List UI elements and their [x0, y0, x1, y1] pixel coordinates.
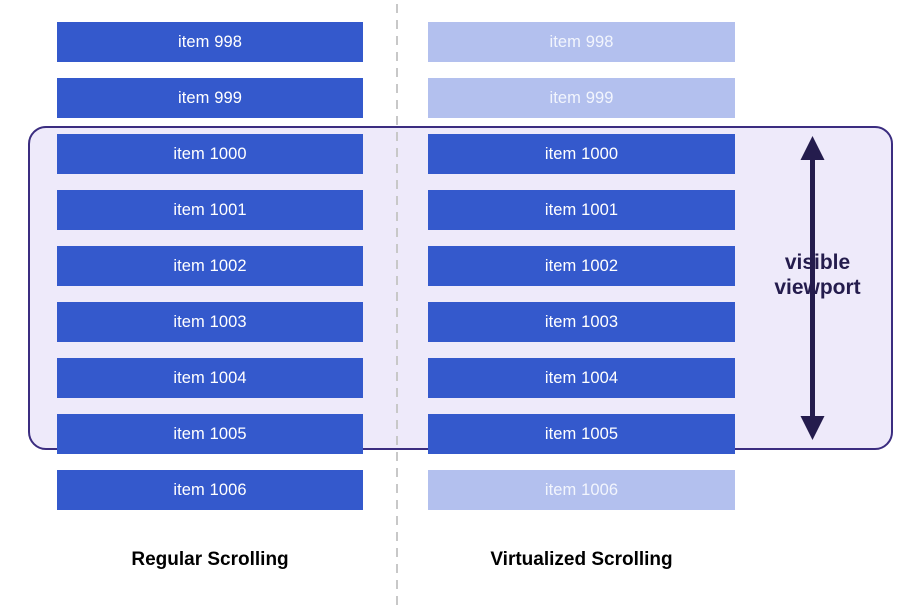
divider-dash	[396, 356, 398, 365]
visible-viewport-label: visible viewport	[742, 250, 893, 300]
divider-dash	[396, 532, 398, 541]
list-item: item 998	[428, 22, 735, 62]
divider-dash	[396, 4, 398, 13]
divider-dash	[396, 324, 398, 333]
divider-dash	[396, 308, 398, 317]
list-item: item 1002	[57, 246, 363, 286]
caption-virtualized-scrolling: Virtualized Scrolling	[490, 549, 673, 570]
list-item: item 1001	[57, 190, 363, 230]
divider-dash	[396, 20, 398, 29]
divider-dash	[396, 452, 398, 461]
divider-dash	[396, 84, 398, 93]
divider-dash	[396, 68, 398, 77]
viewport-label-line-1: visible	[784, 251, 851, 274]
divider-dash	[396, 180, 398, 189]
caption-regular-scrolling: Regular Scrolling	[131, 549, 289, 570]
divider-dash	[396, 116, 398, 125]
column-divider	[396, 0, 398, 609]
divider-dash	[396, 260, 398, 269]
divider-dash	[396, 580, 398, 589]
divider-dash	[396, 564, 398, 573]
list-item: item 1000	[428, 134, 735, 174]
list-item: item 999	[428, 78, 735, 118]
list-item: item 1004	[57, 358, 363, 398]
divider-dash	[396, 548, 398, 557]
divider-dash	[396, 292, 398, 301]
divider-dash	[396, 132, 398, 141]
list-item: item 1001	[428, 190, 735, 230]
list-item: item 1003	[428, 302, 735, 342]
list-item: item 1005	[57, 414, 363, 454]
list-item: item 1000	[57, 134, 363, 174]
list-item: item 1002	[428, 246, 735, 286]
list-item: item 1005	[428, 414, 735, 454]
viewport-label-line-2: viewport	[774, 276, 861, 299]
list-item: item 999	[57, 78, 363, 118]
divider-dash	[396, 164, 398, 173]
divider-dash	[396, 596, 398, 605]
divider-dash	[396, 244, 398, 253]
list-item: item 1004	[428, 358, 735, 398]
list-item: item 1006	[428, 470, 735, 510]
double-headed-vertical-arrow-icon	[800, 136, 825, 440]
divider-dash	[396, 52, 398, 61]
list-item: item 1006	[57, 470, 363, 510]
divider-dash	[396, 148, 398, 157]
divider-dash	[396, 228, 398, 237]
divider-dash	[396, 340, 398, 349]
divider-dash	[396, 36, 398, 45]
divider-dash	[396, 516, 398, 525]
divider-dash	[396, 388, 398, 397]
list-item: item 998	[57, 22, 363, 62]
list-item: item 1003	[57, 302, 363, 342]
divider-dash	[396, 196, 398, 205]
divider-dash	[396, 212, 398, 221]
divider-dash	[396, 372, 398, 381]
divider-dash	[396, 468, 398, 477]
divider-dash	[396, 436, 398, 445]
divider-dash	[396, 276, 398, 285]
divider-dash	[396, 404, 398, 413]
divider-dash	[396, 500, 398, 509]
viewport-annotation: visible viewport	[742, 126, 893, 450]
divider-dash	[396, 420, 398, 429]
divider-dash	[396, 100, 398, 109]
divider-dash	[396, 484, 398, 493]
